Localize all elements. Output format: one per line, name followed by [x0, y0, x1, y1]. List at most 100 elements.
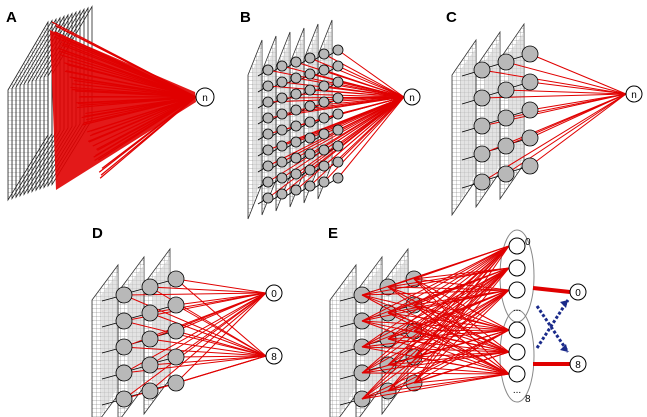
hidden-group-label-0: 0	[525, 237, 531, 248]
feature-node	[290, 56, 302, 68]
feature-node	[290, 168, 302, 180]
connection	[387, 289, 510, 314]
feature-node	[304, 148, 316, 160]
connection	[175, 292, 267, 306]
feature-node	[497, 109, 515, 127]
feature-node	[304, 100, 316, 112]
feature-node	[276, 124, 288, 136]
connection	[413, 267, 510, 306]
connection	[149, 355, 267, 366]
panel-label-c: C	[446, 9, 457, 26]
feature-node	[473, 173, 491, 191]
feature-node	[497, 137, 515, 155]
feature-node	[262, 160, 274, 172]
feature-node	[262, 128, 274, 140]
panel-d: D 0 8	[91, 225, 283, 417]
connection	[413, 245, 510, 306]
panel-label-e: E	[328, 225, 338, 242]
connection	[387, 338, 510, 353]
feature-map-stack	[451, 22, 627, 217]
connection	[387, 267, 510, 340]
connection	[175, 292, 267, 358]
panel-label-b: B	[240, 9, 251, 26]
connection	[387, 289, 510, 366]
feature-node	[115, 286, 133, 304]
output-node-8: 8	[569, 355, 587, 373]
feature-node	[318, 96, 330, 108]
feature-node	[276, 60, 288, 72]
feature-node	[304, 84, 316, 96]
connection	[337, 96, 405, 115]
feature-node	[332, 60, 344, 72]
connection	[387, 245, 510, 314]
feature-map-stack	[91, 247, 267, 417]
panel-a: A n	[6, 5, 215, 202]
output-node-0: 0	[265, 284, 283, 302]
connection	[175, 355, 267, 384]
feature-node	[521, 157, 539, 175]
connection	[295, 77, 405, 98]
feature-node	[304, 132, 316, 144]
connection	[361, 245, 510, 374]
connection	[413, 304, 510, 353]
hidden-node	[508, 365, 526, 383]
connection	[323, 96, 405, 183]
connection	[413, 289, 510, 332]
hidden-node	[508, 321, 526, 339]
feature-node	[115, 338, 133, 356]
connection	[529, 81, 627, 95]
connection	[413, 330, 510, 353]
connections	[50, 21, 197, 190]
feature-node	[318, 144, 330, 156]
feature-node	[521, 45, 539, 63]
connection	[337, 96, 405, 179]
connection	[123, 320, 267, 357]
connection	[413, 373, 510, 384]
connection	[413, 329, 510, 332]
connection	[337, 65, 405, 98]
feature-node	[290, 88, 302, 100]
feature-node	[141, 382, 159, 400]
feature-node	[115, 390, 133, 408]
feature-node	[167, 348, 185, 366]
connection	[413, 245, 510, 332]
connection	[413, 329, 510, 384]
feature-node	[290, 72, 302, 84]
connection	[175, 304, 267, 357]
output-layer	[532, 286, 571, 366]
connection	[175, 292, 267, 332]
connection	[337, 49, 405, 98]
connection	[361, 346, 510, 353]
excitatory-connection	[532, 286, 571, 294]
feature-node	[332, 92, 344, 104]
feature-node	[167, 296, 185, 314]
feature-node	[497, 165, 515, 183]
connection	[149, 338, 267, 357]
feature-node	[141, 330, 159, 348]
connection	[413, 351, 510, 358]
output-node-label: 0	[271, 289, 277, 300]
feature-node	[318, 64, 330, 76]
connection	[413, 245, 510, 280]
output-node-0: 0	[569, 283, 587, 301]
feature-node	[473, 61, 491, 79]
feature-node	[276, 172, 288, 184]
connection	[309, 57, 405, 98]
hidden-ellipsis: ...	[513, 385, 521, 396]
connection	[295, 93, 405, 98]
feature-node	[167, 270, 185, 288]
connection	[295, 96, 405, 159]
output-node-label: n	[631, 90, 637, 101]
connection	[505, 89, 627, 95]
panel-label-d: D	[92, 225, 103, 242]
connection	[175, 355, 267, 358]
feature-node	[290, 136, 302, 148]
hidden-ellipsis: ...	[513, 303, 521, 314]
feature-node	[262, 192, 274, 204]
connection	[149, 286, 267, 294]
feature-node	[290, 152, 302, 164]
connection	[529, 93, 627, 167]
connection	[413, 289, 510, 306]
feature-node	[332, 124, 344, 136]
connection	[175, 278, 267, 294]
